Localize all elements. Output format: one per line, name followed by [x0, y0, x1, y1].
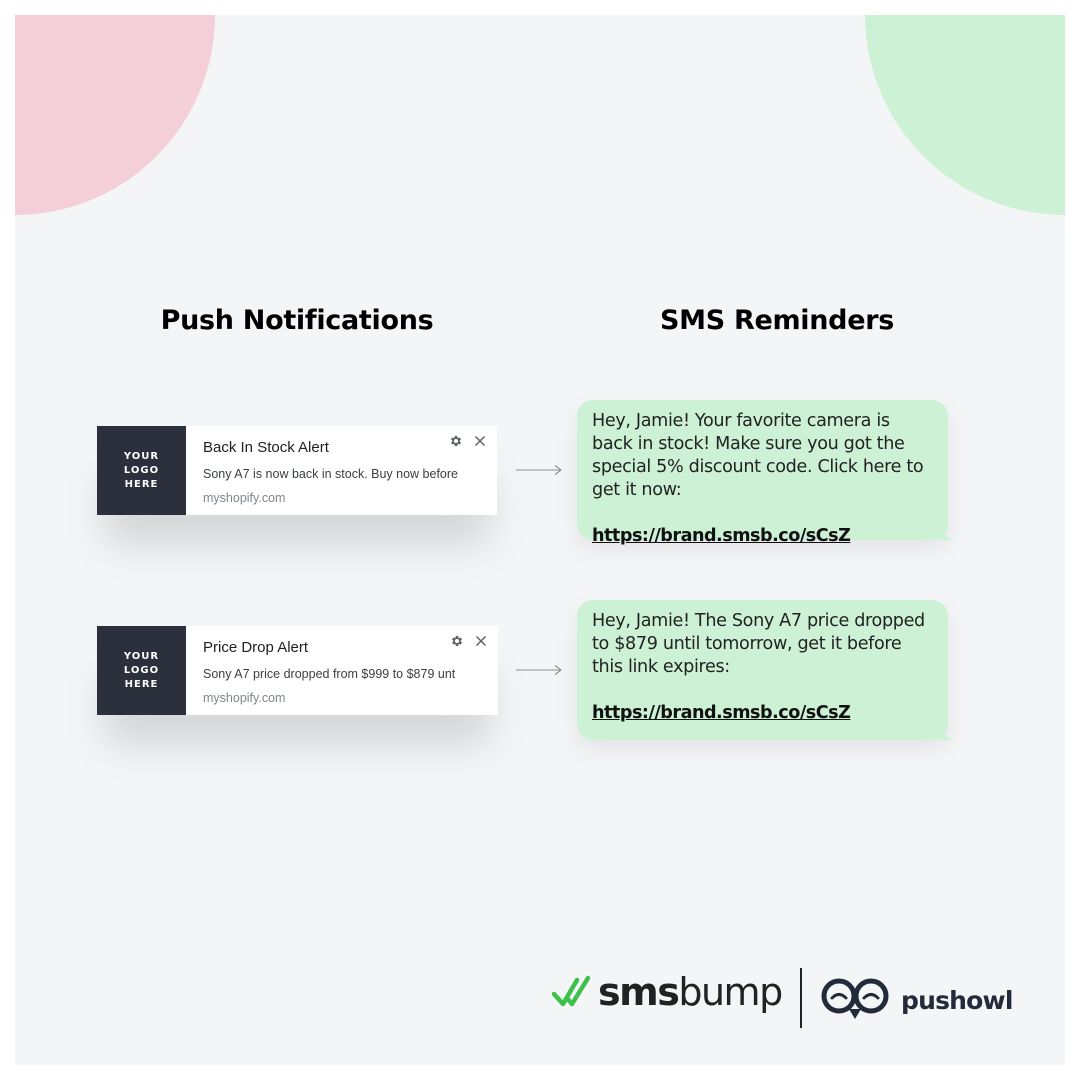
push-notification-back-in-stock[interactable]: YOUR LOGO HERE Back In Stock Alert Sony … [97, 426, 497, 515]
push-notification-domain: myshopify.com [203, 691, 286, 705]
decor-circle-green [865, 15, 1065, 215]
sms-message-bubble: Hey, Jamie! The Sony A7 price dropped to… [577, 600, 954, 740]
sms-message-link[interactable]: https://brand.smsb.co/sCsZ [592, 703, 851, 723]
bubble-tail-icon [940, 528, 954, 540]
decor-circle-pink [15, 15, 215, 215]
smsbump-wordmark-bold: sms [598, 970, 680, 1014]
pushowl-wordmark: pushowl [901, 985, 1013, 1015]
push-notification-text: Sony A7 is now back in stock. Buy now be… [203, 467, 458, 481]
push-notification-actions [450, 634, 488, 648]
arrow-right-icon [516, 465, 562, 475]
canvas: Push Notifications SMS Reminders YOUR LO… [15, 15, 1065, 1065]
push-notification-body: Price Drop Alert Sony A7 price dropped f… [186, 626, 498, 715]
sms-message-bubble: Hey, Jamie! Your favorite camera is back… [577, 400, 954, 546]
logo-placeholder: YOUR LOGO HERE [97, 426, 186, 515]
heading-sms-reminders: SMS Reminders [660, 305, 894, 336]
logo-placeholder-text: YOUR LOGO HERE [123, 650, 160, 690]
smsbump-wordmark-light: bump [678, 970, 783, 1014]
push-notification-domain: myshopify.com [203, 491, 286, 505]
arrow-right-icon [516, 665, 562, 675]
push-notification-price-drop[interactable]: YOUR LOGO HERE Price Drop Alert Sony A7 … [97, 626, 498, 715]
pushowl-logo: pushowl [821, 975, 1013, 1025]
logo-placeholder-text: YOUR LOGO HERE [123, 450, 160, 490]
smsbump-wordmark: smsbump [598, 970, 783, 1014]
heading-push-notifications: Push Notifications [160, 305, 434, 336]
push-notification-title: Back In Stock Alert [203, 439, 329, 456]
smsbump-logo: smsbump [552, 970, 783, 1014]
owl-icon [821, 978, 889, 1019]
gear-icon[interactable] [450, 634, 464, 648]
double-check-icon [552, 975, 591, 1007]
push-notification-actions [449, 434, 487, 448]
push-notification-title: Price Drop Alert [203, 639, 309, 656]
push-notification-text: Sony A7 price dropped from $999 to $879 … [203, 667, 456, 681]
bubble-tail-icon [940, 728, 954, 740]
sms-message-text: Hey, Jamie! The Sony A7 price dropped to… [592, 611, 925, 677]
logo-placeholder: YOUR LOGO HERE [97, 626, 186, 715]
push-notification-body: Back In Stock Alert Sony A7 is now back … [186, 426, 497, 515]
sms-message-text: Hey, Jamie! Your favorite camera is back… [592, 411, 924, 500]
close-icon[interactable] [474, 634, 488, 648]
close-icon[interactable] [473, 434, 487, 448]
gear-icon[interactable] [449, 434, 463, 448]
brand-divider [800, 968, 802, 1028]
sms-message-link[interactable]: https://brand.smsb.co/sCsZ [592, 526, 851, 546]
